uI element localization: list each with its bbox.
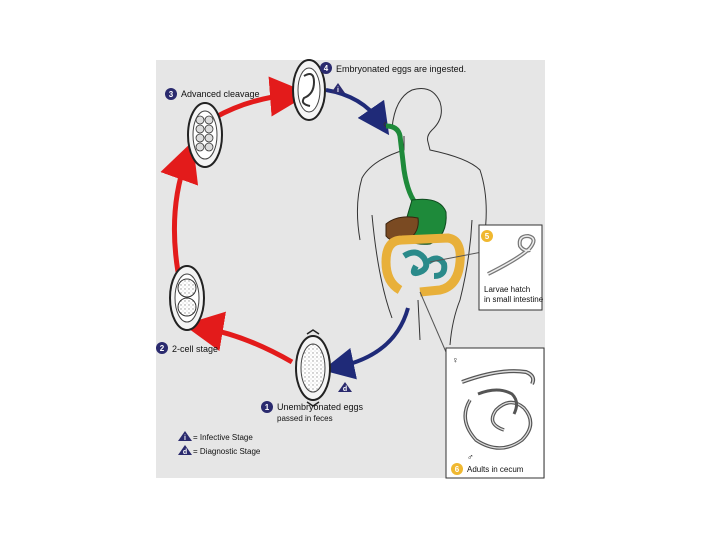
stage-badge-6: 6 — [451, 463, 463, 475]
svg-text:1: 1 — [265, 403, 270, 412]
svg-text:d: d — [183, 449, 187, 456]
egg-stage-3 — [187, 102, 223, 168]
stage-badge-2: 2 — [156, 342, 168, 354]
egg-stage-1 — [295, 329, 331, 407]
diagnostic-stage-icon: d — [338, 382, 352, 393]
legend-infective-text: = Infective Stage — [193, 433, 253, 442]
stage-3-label: Advanced cleavage — [181, 89, 260, 99]
stage-1-label: Unembryonated eggs — [277, 402, 364, 412]
svg-text:2: 2 — [160, 344, 165, 353]
svg-text:d: d — [343, 386, 347, 393]
infective-stage-icon: i — [331, 83, 345, 94]
legend-diagnostic-icon: d — [178, 445, 192, 456]
pointer-to-larvae — [429, 251, 483, 263]
adults-inset — [445, 347, 545, 479]
stage-1-label-line2: passed in feces — [277, 414, 333, 423]
legend: i = Infective Stage d = Diagnostic Stage — [178, 431, 261, 456]
stage-badge-1: 1 — [261, 401, 273, 413]
arrow-stage1-to-2 — [183, 311, 294, 365]
stage-5-label: Larvae hatch — [484, 285, 530, 294]
svg-text:4: 4 — [324, 64, 329, 73]
stage-badge-5: 5 — [481, 230, 493, 242]
stage-2-label: 2-cell stage — [172, 344, 218, 354]
small-intestine — [402, 249, 448, 279]
legend-infective-icon: i — [178, 431, 192, 442]
arrow-stage3-to-4 — [212, 76, 310, 121]
female-symbol: ♀ — [452, 355, 459, 365]
egg-stage-2 — [169, 265, 205, 331]
male-symbol: ♂ — [467, 452, 474, 462]
stage-6-label: Adults in cecum — [467, 465, 524, 474]
svg-text:5: 5 — [485, 232, 490, 241]
stage-badge-4: 4 — [320, 62, 332, 74]
svg-text:6: 6 — [455, 465, 460, 474]
esophagus — [385, 123, 420, 208]
svg-text:i: i — [184, 435, 186, 442]
legend-diagnostic-text: = Diagnostic Stage — [193, 447, 261, 456]
svg-text:i: i — [337, 87, 339, 94]
arrow-host-to-stage1 — [322, 307, 410, 380]
human-host-figure — [356, 88, 487, 346]
stage-5-label-line2: in small intestine — [484, 295, 544, 304]
arrow-stage2-to-3 — [160, 141, 199, 273]
stage-4-label: Embryonated eggs are ingested. — [336, 64, 466, 74]
stage-badge-3: 3 — [165, 88, 177, 100]
large-intestine — [381, 233, 465, 297]
pointer-to-adults — [419, 291, 447, 353]
egg-stage-4 — [292, 59, 326, 121]
svg-text:3: 3 — [169, 90, 174, 99]
